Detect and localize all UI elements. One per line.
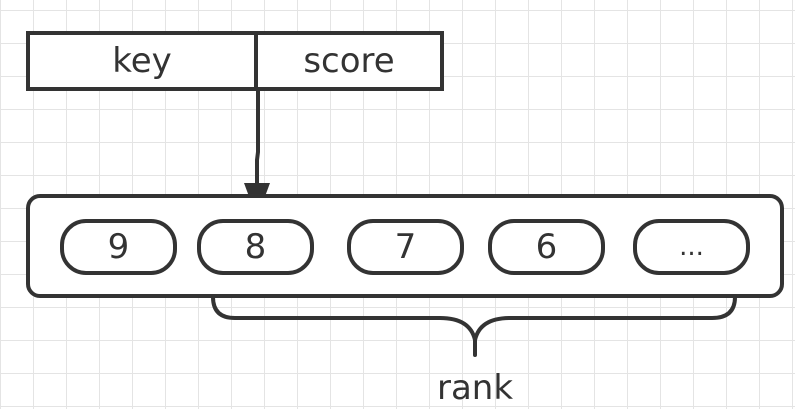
rank-label: rank [436, 368, 514, 408]
score-cell [254, 31, 444, 91]
list-item-pill [60, 219, 177, 275]
key-cell [26, 31, 258, 91]
list-item-label: 6 [535, 227, 558, 267]
list-item-pill [633, 219, 750, 275]
list-item-pill [488, 219, 605, 275]
list-item-pill [347, 219, 464, 275]
list-item-pill [197, 219, 314, 275]
score-label: score [303, 41, 395, 81]
list-item-label: ... [679, 232, 704, 262]
key-label: key [112, 41, 172, 81]
pointer-arrow-line [255, 91, 260, 190]
rank-brace [211, 295, 737, 357]
list-item-label: 7 [394, 227, 417, 267]
list-item-label: 9 [107, 227, 130, 267]
list-item-label: 8 [244, 227, 267, 267]
